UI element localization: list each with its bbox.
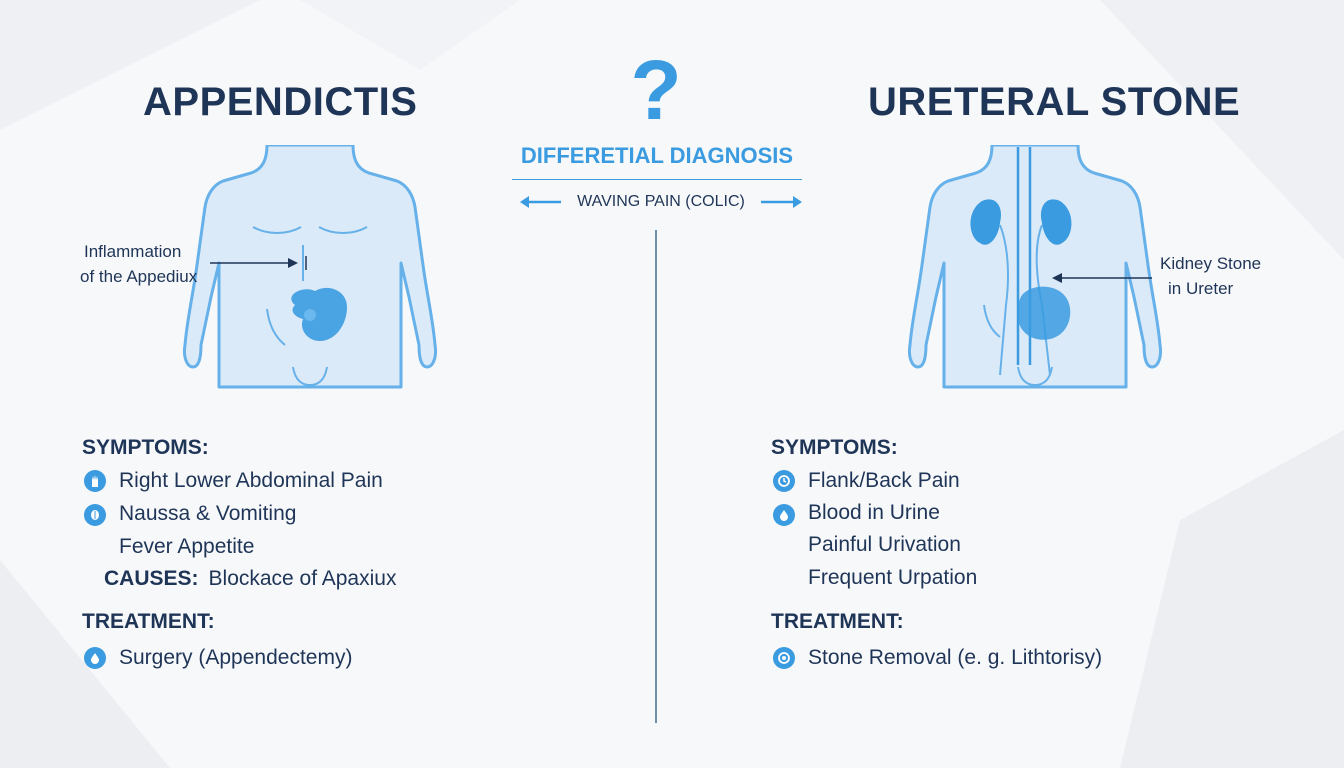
left-symptoms-heading: SYMPTOMS:: [82, 436, 209, 459]
question-mark-icon: ?: [630, 43, 682, 137]
appendicitis-title: APPENDICTIS: [143, 80, 418, 124]
ureteral-callout: Kidney Stone in Ureter: [1160, 251, 1261, 301]
callout-line-1: Kidney Stone: [1160, 254, 1262, 273]
arrow-left-icon: [520, 196, 561, 208]
hand-icon: [84, 470, 106, 492]
appendicitis-callout: Inflammation of the Appediux: [80, 239, 197, 289]
causes-text: Blockace of Apaxiux: [208, 567, 397, 590]
arrow-right-icon: [761, 196, 802, 208]
causes-label: CAUSES:: [104, 567, 199, 590]
callout-line-2: of the Appediux: [80, 267, 198, 286]
callout-line-1: Inflammation: [84, 242, 182, 261]
right-symptoms-heading: SYMPTOMS:: [771, 436, 898, 459]
center-divider: [512, 179, 802, 180]
blood-drop-icon: [773, 504, 795, 526]
ureteral-stone-title: URETERAL STONE: [868, 80, 1241, 124]
center-subtitle: WAVING PAIN (COLIC): [577, 193, 745, 210]
right-symptom-4: Frequent Urpation: [808, 566, 978, 589]
stomach-icon: [84, 504, 106, 526]
kidney-callout-arrow: [1052, 273, 1152, 283]
removal-icon: [773, 647, 795, 669]
right-treatment-heading: TREATMENT:: [771, 610, 904, 633]
callout-arrow: [210, 256, 307, 270]
clock-icon: [773, 470, 795, 492]
left-symptom-1: Right Lower Abdominal Pain: [119, 469, 383, 492]
left-symptom-2: Naussa & Vomiting: [119, 502, 297, 525]
left-treatment-heading: TREATMENT:: [82, 610, 215, 633]
body-figure-appendicitis: [183, 145, 437, 389]
right-symptom-2: Blood in Urine: [808, 501, 940, 524]
drop-icon: [84, 647, 106, 669]
right-treatment-1: Stone Removal (e. g. Lithtorisy): [808, 646, 1103, 669]
right-symptom-3: Painful Urivation: [808, 533, 961, 556]
center-title: DIFFERETIAL DIAGNOSIS: [520, 143, 794, 168]
right-symptom-1: Flank/Back Pain: [808, 469, 960, 492]
left-symptom-3: Fever Appetite: [119, 535, 255, 558]
left-causes: CAUSES: Blockace of Apaxiux: [104, 567, 396, 591]
vertical-divider: [655, 230, 657, 723]
callout-line-2: in Ureter: [1168, 279, 1234, 298]
body-figure-ureteral-stone: [908, 145, 1162, 389]
left-treatment-1: Surgery (Appendectemy): [119, 646, 353, 669]
